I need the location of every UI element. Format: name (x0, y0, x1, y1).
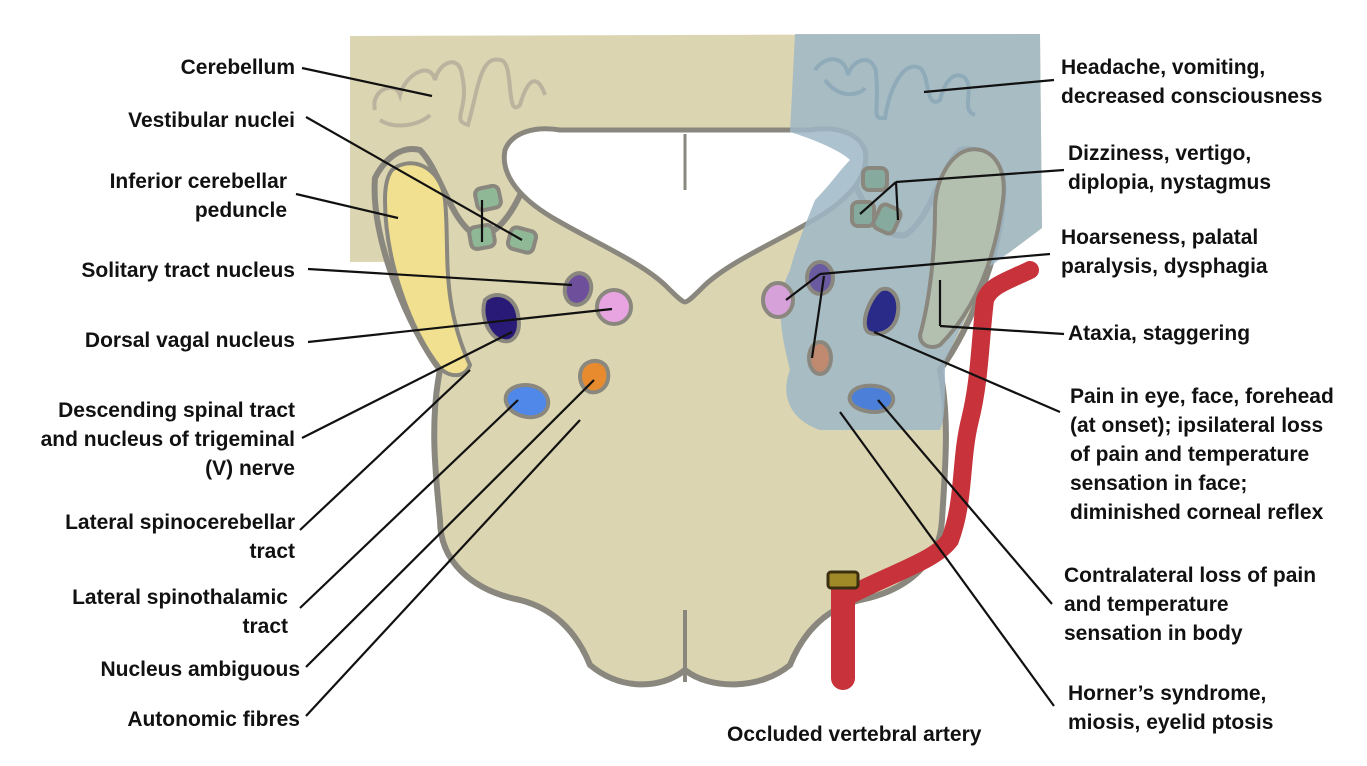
leader-descending-spinal (301, 331, 513, 439)
label-autonomic-fibres: Autonomic fibres (127, 705, 300, 734)
nucleus-ambiguus-left (578, 359, 611, 395)
solitary-nucleus-right (805, 260, 835, 296)
label-occluded-vertebral-artery: Occluded vertebral artery (727, 720, 981, 749)
label-line: Dorsal vagal nucleus (84, 329, 295, 352)
pink-nucleus-left (595, 288, 633, 326)
leader-hoarseness-b (785, 273, 821, 301)
label-solitary-tract-nucleus: Solitary tract nucleus (81, 256, 295, 285)
leader-ambiguous (305, 379, 595, 668)
label-line: diminished corneal reflex (1070, 501, 1324, 524)
label-line: Pain in eye, face, forehead (1070, 385, 1334, 408)
label-line: and temperature (1064, 593, 1229, 616)
vertebral-artery (841, 261, 1039, 604)
label-line: sensation in body (1064, 622, 1243, 645)
vestibular-nucleus-right-3 (871, 202, 903, 236)
label-line: Lateral spinocerebellar (65, 511, 295, 534)
leader-dizziness-a (895, 168, 1065, 184)
dorsal-vagal-nucleus-right (862, 286, 901, 336)
label-line: Autonomic fibres (127, 708, 300, 731)
label-line: tract (242, 615, 288, 638)
leader-pain-face (873, 330, 1061, 414)
label-line: Lateral spinothalamic (72, 586, 288, 609)
label-descending-spinal-tract: Descending spinal tract and nucleus of tr… (41, 396, 295, 483)
label-line: of pain and temperature (1070, 443, 1310, 466)
label-line: Dizziness, vertigo, (1068, 142, 1252, 165)
cerebellar-folia-left (372, 57, 547, 128)
spinothalamic-tract-right (847, 383, 896, 414)
label-dizziness: Dizziness, vertigo, diplopia, nystagmus (1068, 139, 1271, 197)
label-nucleus-ambiguous: Nucleus ambiguous (100, 655, 300, 684)
label-horner: Horner’s syndrome, miosis, eyelid ptosis (1068, 679, 1273, 737)
leader-spinothalamic (299, 399, 519, 609)
label-line: paralysis, dysphagia (1061, 255, 1268, 278)
label-ataxia: Ataxia, staggering (1068, 319, 1250, 348)
label-line: Contralateral loss of pain (1064, 564, 1317, 587)
arterial-clot (826, 570, 860, 590)
label-pain-face: Pain in eye, face, forehead (at onset); i… (1070, 382, 1334, 527)
leader-ataxia-a (939, 324, 1065, 336)
leader-headache (923, 78, 1055, 94)
label-line: (V) nerve (205, 457, 295, 480)
spinothalamic-tract-left (503, 383, 551, 420)
label-line: Cerebellum (180, 56, 295, 79)
leader-spinocerebellar (299, 369, 471, 531)
nucleus-ambiguus-right (807, 340, 833, 376)
label-line: Nucleus ambiguous (100, 658, 300, 681)
label-dorsal-vagal-nucleus: Dorsal vagal nucleus (85, 326, 295, 355)
label-line: Solitary tract nucleus (81, 259, 295, 282)
label-lateral-spinothalamic-tract: Lateral spinothalamic tract (72, 583, 288, 641)
label-contralateral-loss: Contralateral loss of pain and temperatur… (1064, 561, 1316, 648)
label-line: Descending spinal tract (58, 399, 295, 422)
leader-contralateral (877, 399, 1053, 605)
label-inferior-cerebellar-peduncle: Inferior cerebellar peduncle (110, 167, 287, 225)
leader-autonomic (305, 419, 581, 717)
label-line: peduncle (194, 199, 287, 222)
leader-vestibular-a (305, 116, 523, 241)
label-line: tract (249, 540, 295, 563)
label-line: Ataxia, staggering (1068, 322, 1251, 345)
label-line: diplopia, nystagmus (1068, 171, 1272, 194)
label-line: decreased consciousness (1061, 85, 1323, 108)
pink-nucleus-right (761, 281, 795, 319)
leader-hoarseness-a (819, 252, 1051, 276)
label-line: miosis, eyelid ptosis (1068, 711, 1274, 734)
label-line: sensation in face; (1070, 472, 1248, 495)
leader-peduncle (295, 192, 399, 220)
label-line: Inferior cerebellar (109, 170, 287, 193)
vestibular-nucleus-right-2 (850, 200, 876, 228)
cerebellar-folia-right (813, 57, 976, 121)
leader-hoarseness-c (810, 275, 826, 359)
label-cerebellum: Cerebellum (181, 53, 295, 82)
label-hoarseness: Hoarseness, palatal paralysis, dysphagia (1061, 223, 1268, 281)
label-line: (at onset); ipsilateral loss (1070, 414, 1324, 437)
label-line: Occluded vertebral artery (727, 723, 982, 746)
vestibular-nucleus-right-1 (861, 166, 889, 192)
infarct-region (780, 34, 1042, 430)
label-line: Vestibular nuclei (128, 109, 295, 132)
leader-cerebellum (301, 66, 433, 98)
leader-solitary (307, 267, 573, 287)
label-vestibular-nuclei: Vestibular nuclei (128, 106, 295, 135)
leader-dizziness-b (859, 181, 897, 215)
label-line: and nucleus of trigeminal (40, 428, 295, 451)
label-headache: Headache, vomiting, decreased consciousne… (1061, 53, 1322, 111)
label-lateral-spinocerebellar-tract: Lateral spinocerebellar tract (65, 508, 295, 566)
vestibular-nucleus-left-1 (473, 183, 503, 213)
label-line: Hoarseness, palatal (1061, 226, 1259, 249)
leader-dizziness-c (894, 181, 900, 221)
leader-horner (839, 411, 1055, 707)
label-line: Horner’s syndrome, (1068, 682, 1267, 705)
label-line: Headache, vomiting, (1061, 56, 1266, 79)
leader-dorsal-vagal (307, 307, 613, 344)
